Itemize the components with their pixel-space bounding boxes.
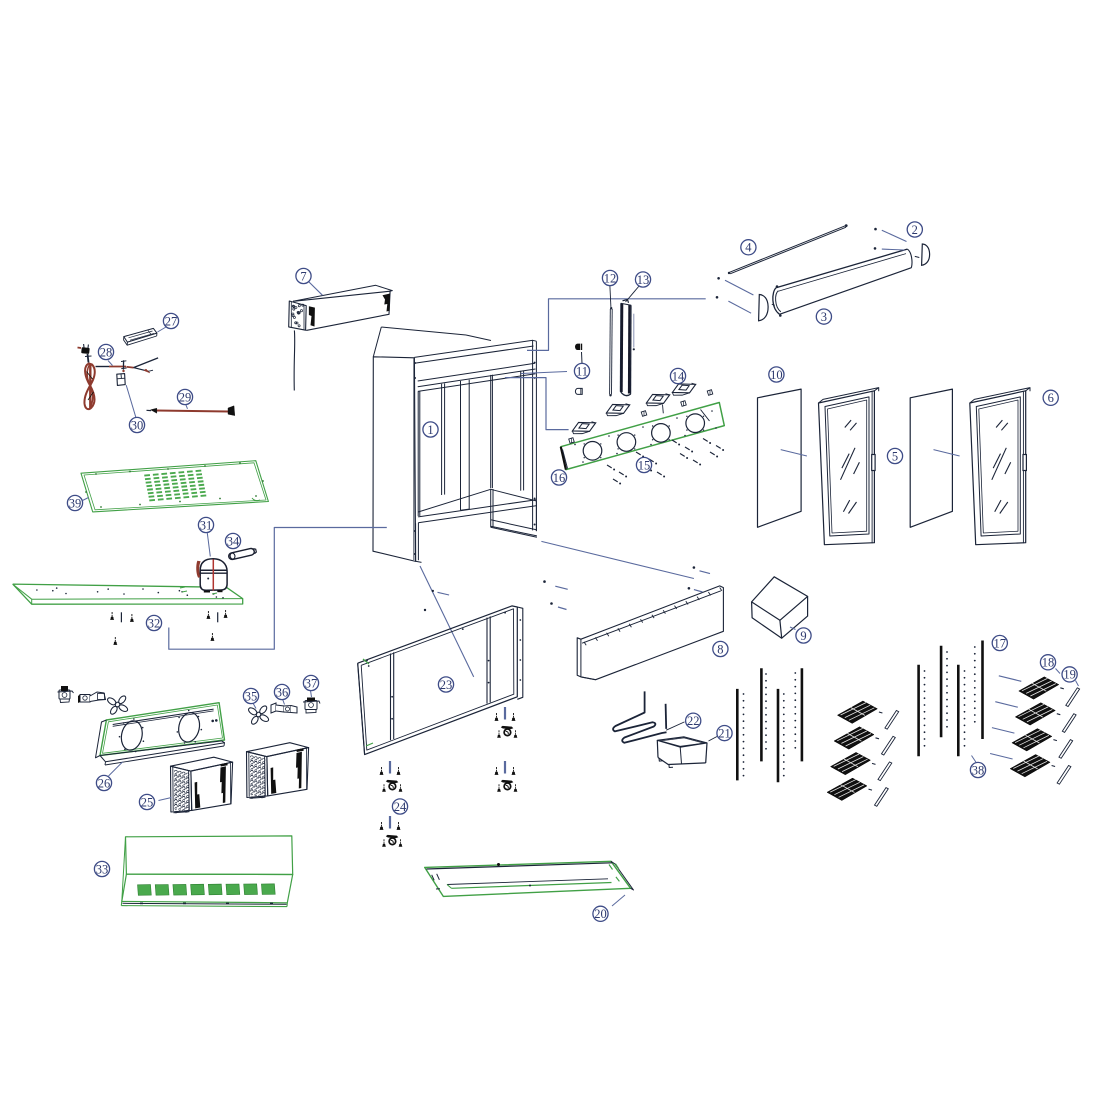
svg-text:8: 8 bbox=[717, 642, 723, 656]
svg-text:25: 25 bbox=[141, 795, 154, 809]
svg-text:37: 37 bbox=[305, 676, 318, 690]
svg-text:29: 29 bbox=[179, 390, 192, 404]
svg-text:21: 21 bbox=[718, 726, 731, 740]
svg-text:22: 22 bbox=[687, 714, 700, 728]
svg-text:31: 31 bbox=[200, 518, 213, 532]
svg-text:5: 5 bbox=[892, 449, 898, 463]
svg-text:19: 19 bbox=[1063, 668, 1076, 682]
svg-text:7: 7 bbox=[300, 269, 306, 283]
svg-text:23: 23 bbox=[440, 678, 453, 692]
svg-text:26: 26 bbox=[98, 776, 111, 790]
svg-text:28: 28 bbox=[100, 345, 113, 359]
svg-text:20: 20 bbox=[594, 907, 607, 921]
svg-text:15: 15 bbox=[638, 458, 651, 472]
svg-text:24: 24 bbox=[394, 800, 407, 814]
svg-text:17: 17 bbox=[994, 636, 1007, 650]
svg-text:33: 33 bbox=[96, 862, 109, 876]
svg-text:3: 3 bbox=[821, 310, 827, 324]
svg-text:11: 11 bbox=[576, 364, 588, 378]
svg-text:2: 2 bbox=[912, 223, 918, 237]
svg-text:38: 38 bbox=[972, 763, 985, 777]
svg-text:34: 34 bbox=[227, 534, 240, 548]
svg-text:30: 30 bbox=[131, 418, 144, 432]
svg-text:16: 16 bbox=[553, 471, 566, 485]
svg-text:14: 14 bbox=[672, 369, 685, 383]
svg-text:10: 10 bbox=[770, 368, 783, 382]
svg-text:27: 27 bbox=[165, 314, 178, 328]
svg-text:39: 39 bbox=[69, 496, 82, 510]
svg-text:9: 9 bbox=[800, 629, 806, 643]
svg-text:6: 6 bbox=[1048, 391, 1054, 405]
svg-text:13: 13 bbox=[637, 273, 650, 287]
svg-text:32: 32 bbox=[148, 616, 161, 630]
svg-text:12: 12 bbox=[604, 271, 617, 285]
svg-text:4: 4 bbox=[745, 241, 752, 255]
svg-text:36: 36 bbox=[276, 685, 289, 699]
svg-text:1: 1 bbox=[427, 423, 433, 437]
svg-text:18: 18 bbox=[1042, 656, 1055, 670]
svg-text:35: 35 bbox=[245, 689, 258, 703]
